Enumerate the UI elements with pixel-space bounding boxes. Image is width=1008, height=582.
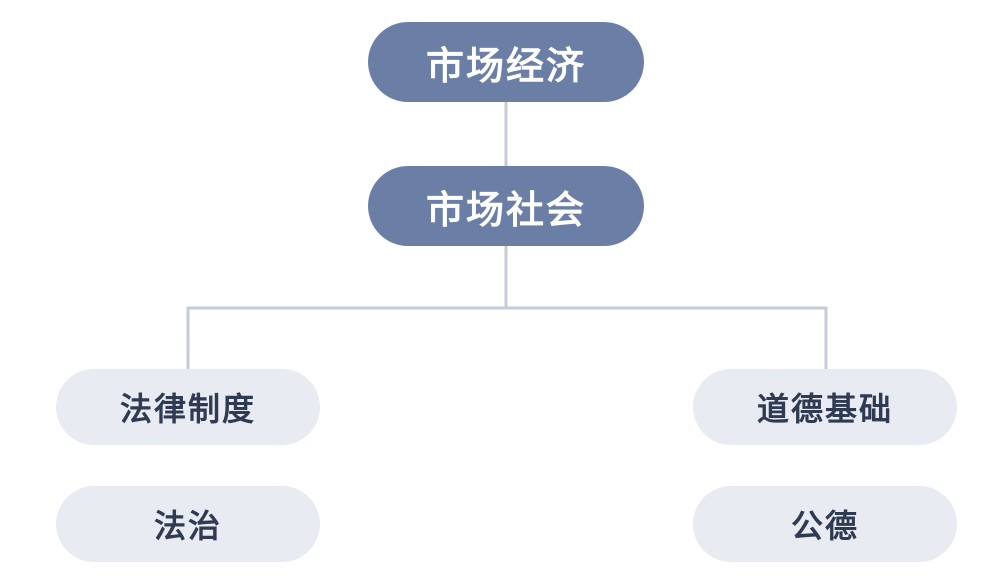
node-market-economy: 市场经济	[368, 22, 644, 102]
node-market-society: 市场社会	[368, 166, 644, 246]
node-public-morality: 公德	[693, 486, 957, 562]
node-moral-basis: 道德基础	[693, 369, 957, 445]
node-rule-of-law: 法治	[56, 486, 320, 562]
node-legal-system: 法律制度	[56, 369, 320, 445]
